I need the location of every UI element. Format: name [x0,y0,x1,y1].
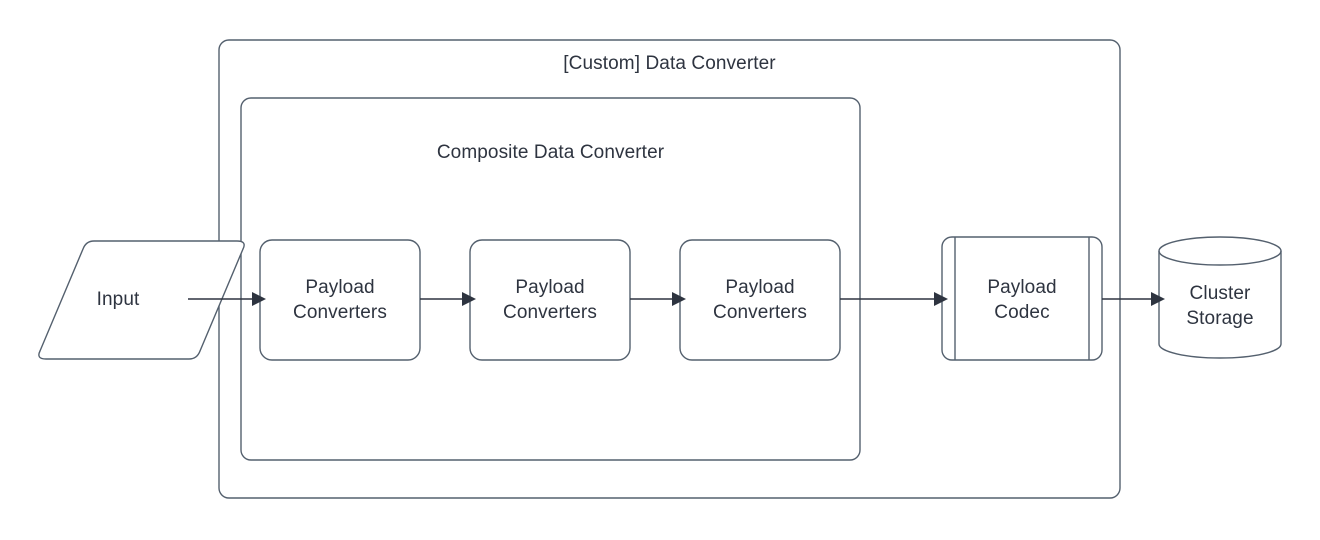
edge-payload-codec-to-cluster-storage [1102,292,1165,306]
edge-payload-converters-1-to-2 [420,292,476,306]
edge-payload-converters-2-to-3 [630,292,686,306]
node-input-shape[interactable] [38,240,245,360]
node-cluster-storage-body[interactable] [1158,236,1282,359]
node-cluster-storage-top-ellipse [1158,250,1282,266]
node-payload-converters-1-shape[interactable] [259,239,421,361]
edge-payload-converters-3-to-payload-codec [840,292,948,306]
node-payload-codec-shape[interactable] [941,236,1103,361]
node-payload-converters-3-shape[interactable] [679,239,841,361]
edge-input-to-payload-converters-1 [188,292,266,306]
node-payload-converters-2-shape[interactable] [469,239,631,361]
